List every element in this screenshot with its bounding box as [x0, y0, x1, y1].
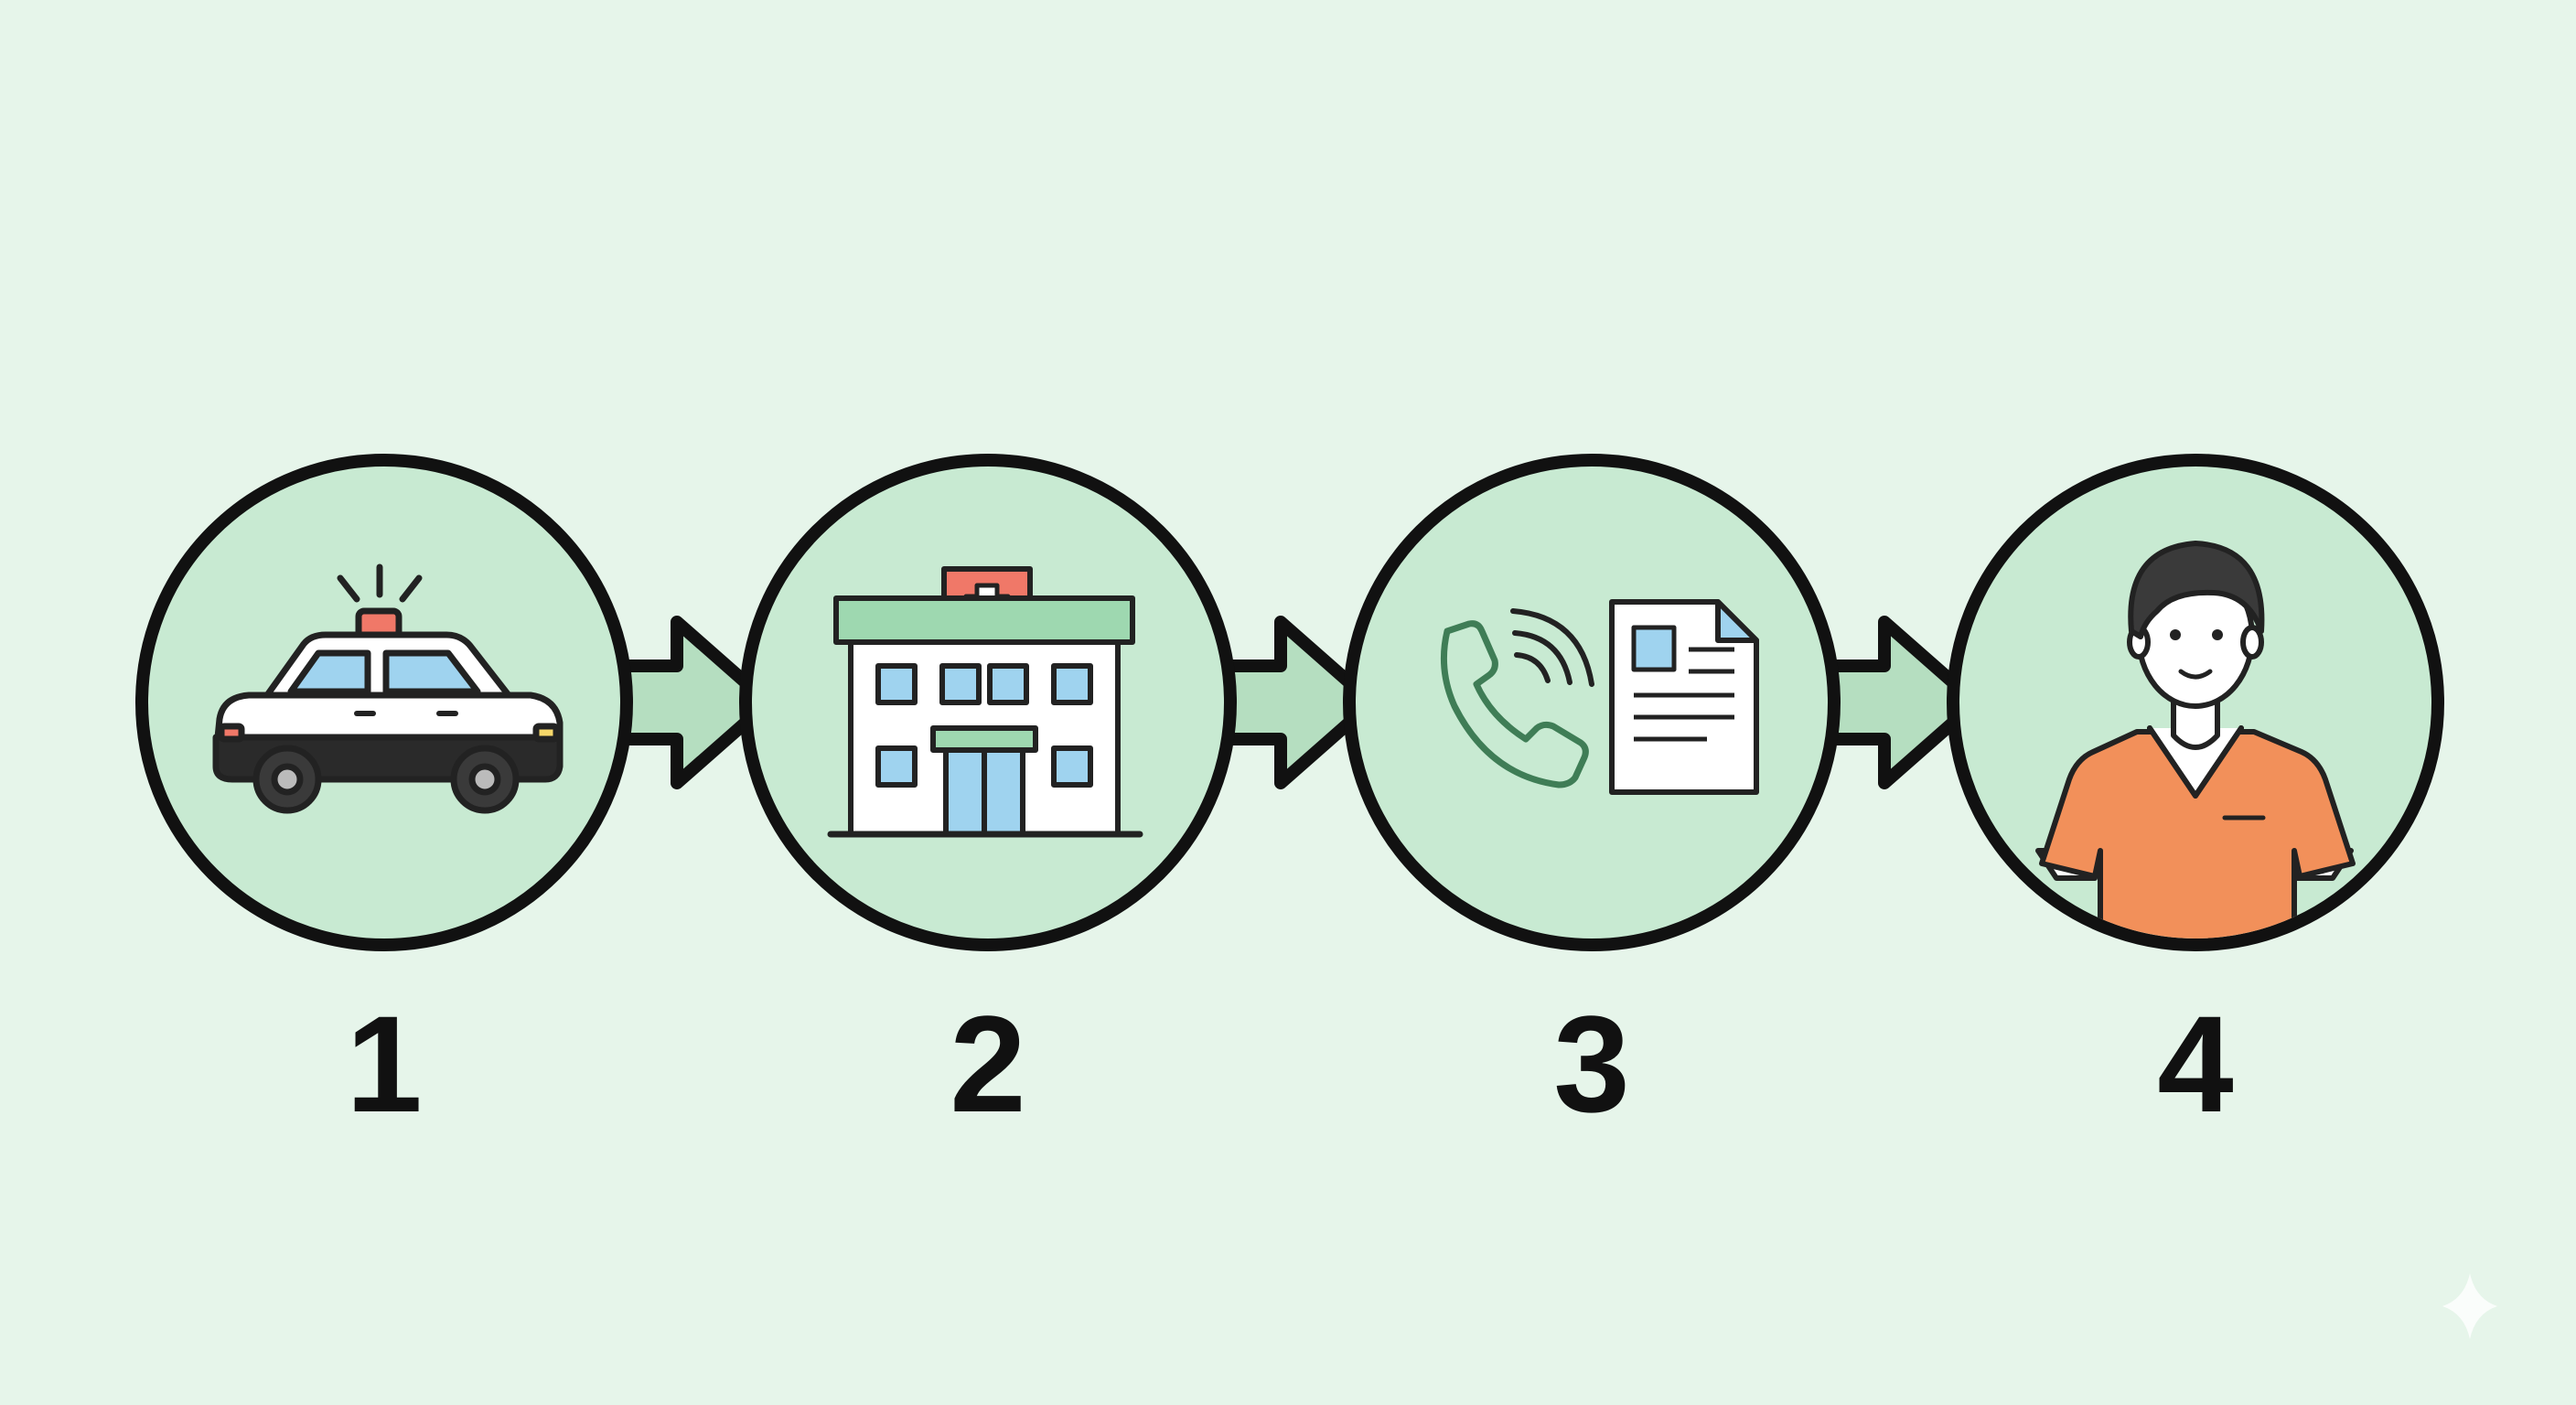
phone-and-document-icon — [1440, 599, 1759, 795]
step-number: 4 — [2157, 987, 2233, 1141]
step-number: 1 — [346, 987, 422, 1141]
step-circle — [1343, 454, 1841, 951]
step-number: 3 — [1553, 987, 1629, 1141]
step-2: 2 — [739, 454, 1237, 1141]
signal-waves-icon — [1510, 608, 1594, 687]
phone-icon — [1440, 620, 1589, 788]
step-4: 4 — [1947, 454, 2444, 1141]
medical-staff-person-icon — [2035, 541, 2356, 938]
police-car-icon — [212, 563, 564, 814]
hospital-building-icon — [827, 566, 1143, 838]
step-1: 1 — [135, 454, 633, 1141]
step-number: 2 — [950, 987, 1025, 1141]
sparkle-icon — [2442, 1273, 2497, 1339]
document-icon — [1609, 599, 1759, 795]
step-3: 3 — [1343, 454, 1841, 1141]
